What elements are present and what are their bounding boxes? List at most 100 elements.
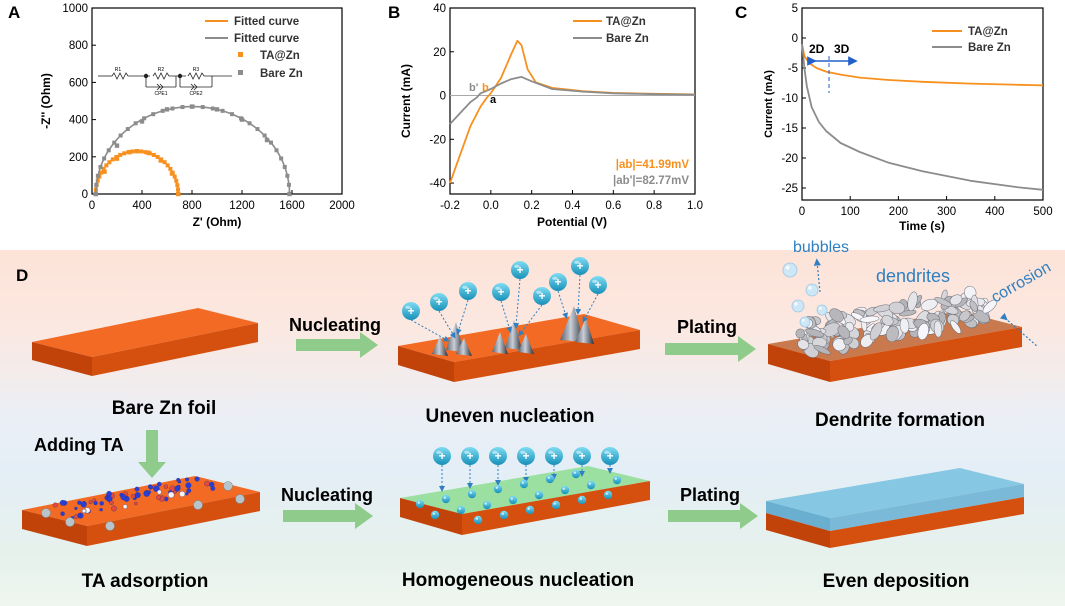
x-tick-label: 0.6: [605, 200, 621, 212]
label-uneven-nucleation: Uneven nucleation: [426, 406, 595, 427]
surface-nucleus: [456, 505, 466, 515]
data-point: [104, 163, 109, 168]
dendrite-flake: [917, 322, 929, 341]
annotation-2d: 2D: [809, 42, 825, 56]
data-point: [112, 140, 117, 145]
plot-a-frame: [91, 7, 343, 195]
data-point: [247, 121, 252, 126]
dendrite-flake: [795, 328, 806, 339]
zn-ion: +: [430, 293, 448, 311]
surface-nucleus: [499, 510, 509, 520]
panel-label-c: C: [735, 3, 747, 22]
data-point: [110, 157, 115, 162]
data-point: [142, 116, 147, 121]
ta-atom: [157, 481, 162, 487]
dendrite-flake: [888, 301, 906, 315]
annotation-ab-prime: |ab'|=82.77mV: [613, 175, 689, 187]
arrow-adding-ta: [138, 430, 166, 478]
label-dendrites: dendrites: [876, 266, 950, 286]
data-point-measured: [93, 191, 98, 197]
surface-nucleus: [577, 495, 587, 505]
ta-atom: [88, 500, 93, 505]
surface-nucleus: [571, 469, 581, 479]
y-tick-label: -25: [781, 183, 798, 195]
plot-a-xlabel: Z' (Ohm): [193, 215, 242, 229]
ta-atom: [52, 502, 58, 508]
data-point: [255, 127, 260, 132]
y-tick-label: -20: [781, 153, 798, 165]
data-point: [286, 182, 291, 187]
x-tick-label: 200: [889, 206, 908, 218]
data-point: [160, 108, 165, 113]
label-ta-adsorption: TA adsorption: [82, 571, 209, 592]
data-point-measured: [127, 149, 132, 155]
x-tick-label: 1.0: [687, 200, 703, 212]
x-tick-label: 500: [1033, 206, 1052, 218]
dendrite-flake: [881, 315, 894, 326]
ta-atom: [163, 484, 169, 489]
dendrite-flake: [959, 310, 971, 322]
bubble: [791, 299, 805, 313]
data-point: [101, 166, 106, 171]
ion-path: [575, 274, 582, 315]
data-point: [143, 150, 148, 155]
y-tick-label: 800: [69, 40, 88, 52]
dendrite-flake: [832, 338, 847, 352]
data-point: [102, 156, 107, 161]
y-tick-label: -5: [788, 63, 798, 75]
y-tick-label: 0: [440, 91, 446, 103]
bubble: [805, 283, 819, 297]
data-point: [130, 149, 135, 154]
surface-nucleus: [612, 475, 622, 485]
ta-atom: [134, 486, 140, 492]
arrow-nucleating-2: [283, 503, 373, 529]
ta-atom: [179, 491, 186, 497]
label-bare-zn-foil: Bare Zn foil: [112, 398, 217, 419]
legend-a-fit2-label: Fitted curve: [234, 33, 299, 45]
dendrite-flake: [805, 328, 825, 338]
plot-b-ylabel: Current (mA): [399, 64, 413, 138]
annotation-ab: |ab|=41.99mV: [616, 159, 690, 171]
data-point: [99, 170, 104, 175]
legend-b-ta-label: TA@Zn: [606, 16, 646, 28]
data-point-measured: [102, 169, 107, 174]
ion-path: [500, 300, 512, 333]
ion-charge: +: [495, 450, 502, 463]
ta-atom: [134, 501, 138, 506]
y-tick-label: 400: [69, 115, 88, 127]
label-nucleating-2: Nucleating: [281, 485, 373, 505]
zn-ion: +: [571, 257, 589, 275]
ion-charge: +: [551, 450, 558, 463]
ta-atom: [104, 496, 109, 500]
surface-nucleus: [519, 479, 529, 489]
ion-path: [513, 278, 521, 329]
circuit-label-cpe1: CPE1: [154, 91, 167, 97]
ta-atom: [77, 500, 82, 505]
panel-label-d: D: [16, 266, 28, 285]
x-tick-label: 100: [841, 206, 860, 218]
data-point: [230, 112, 235, 117]
ta-atom: [185, 482, 192, 489]
surface-nucleus: [415, 499, 425, 509]
ta-atom: [147, 490, 151, 494]
ion-charge: +: [517, 264, 524, 277]
ion-charge: +: [408, 305, 415, 318]
surface-nucleus: [603, 490, 613, 500]
even-deposition-foil: [766, 468, 1024, 548]
ion-path: [557, 290, 568, 319]
dendrite-flake: [969, 300, 978, 312]
y-tick-label: 1000: [62, 3, 88, 15]
corrosion-pointer: [999, 312, 1039, 348]
plot-c-ylabel: Current (mA): [763, 70, 775, 138]
dendrite-flake: [934, 297, 952, 307]
ion-charge: +: [607, 450, 614, 463]
annotation-3d: 3D: [834, 42, 850, 56]
ta-atom: [134, 492, 141, 499]
ion-charge: +: [555, 276, 562, 289]
plot-c-frame: [801, 7, 1044, 201]
data-point: [155, 154, 160, 159]
surface-nucleus: [508, 495, 518, 505]
legend-a-ta-label: TA@Zn: [260, 50, 300, 62]
equivalent-circuit-diagram: [98, 72, 232, 91]
plot-a-series: [93, 104, 292, 197]
